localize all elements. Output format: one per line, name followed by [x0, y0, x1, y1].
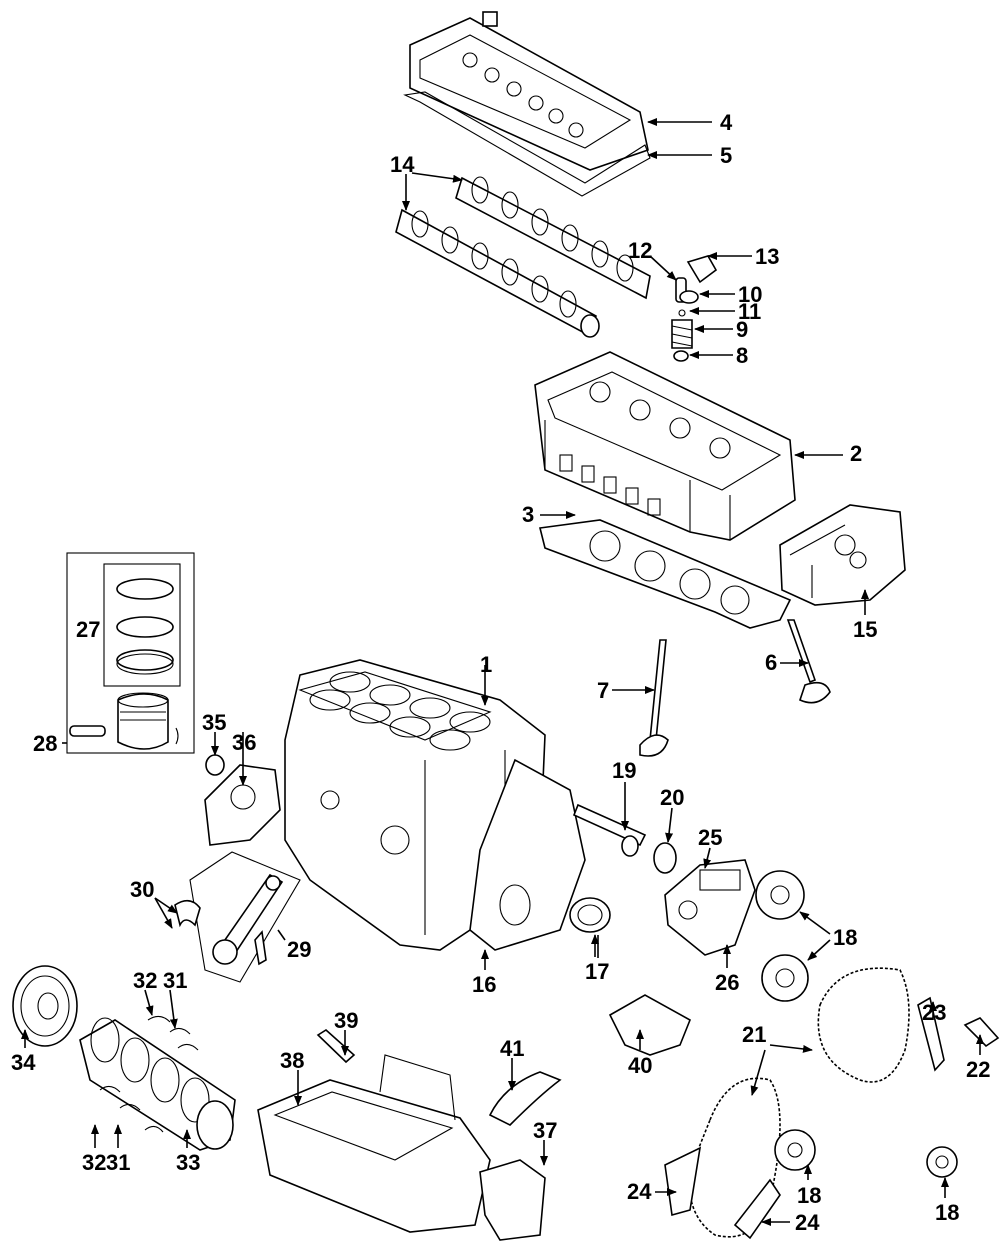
callout-39: 39 [334, 1008, 358, 1033]
callout-29: 29 [287, 937, 311, 962]
callout-20: 20 [660, 785, 684, 810]
crankshaft [79, 1017, 236, 1151]
main-bearings [99, 1015, 199, 1133]
callout-4: 4 [720, 110, 733, 135]
front-cover [469, 758, 586, 951]
callout-11: 11 [738, 299, 761, 324]
callout-31b: 31 [106, 1150, 130, 1175]
connecting-rod-set [189, 851, 301, 983]
thrust-washer [653, 842, 677, 874]
callout-33: 33 [176, 1150, 200, 1175]
valve-train-parts [671, 255, 718, 362]
callout-5: 5 [720, 143, 732, 168]
camshafts [395, 176, 651, 338]
callout-18a: 18 [833, 925, 857, 950]
timing-chain-primary [817, 967, 910, 1083]
callout-31a: 31 [163, 968, 187, 993]
valve-cover [409, 11, 649, 171]
front-crank-seal [569, 897, 611, 933]
piston [69, 692, 179, 750]
callout-3: 3 [522, 502, 534, 527]
callout-30: 30 [130, 877, 154, 902]
callout-16: 16 [472, 972, 496, 997]
callout-2: 2 [850, 441, 862, 466]
cam-sprocket-lower [761, 954, 809, 1002]
callout-40: 40 [628, 1053, 652, 1078]
crank-pulley [12, 965, 78, 1047]
callout-1: 1 [480, 652, 492, 677]
balance-shaft-bolt [572, 803, 647, 857]
chain-tensioner [917, 996, 945, 1072]
callout-38: 38 [280, 1048, 304, 1073]
callout-12: 12 [628, 238, 652, 263]
callout-10: 10 [738, 282, 762, 307]
cylinder-head [534, 351, 796, 541]
callout-7: 7 [597, 678, 609, 703]
chain-guide-lower [733, 1178, 781, 1240]
callout-17: 17 [585, 959, 609, 984]
callout-labels: 1 2 3 4 5 6 7 8 9 10 11 12 13 14 15 16 1… [11, 110, 990, 1235]
crank-sprocket [774, 1129, 816, 1171]
oil-pickup-tube [488, 1071, 562, 1126]
callout-32a: 32 [133, 968, 157, 993]
callout-6: 6 [765, 650, 777, 675]
tensioner-bolt [963, 1017, 1000, 1048]
head-gasket [539, 519, 792, 629]
timing-cover [779, 504, 906, 606]
callout-37: 37 [533, 1118, 557, 1143]
callout-25: 25 [698, 825, 722, 850]
callout-28: 28 [33, 731, 57, 756]
dipstick-tube [316, 1029, 356, 1064]
callout-35: 35 [202, 710, 226, 735]
oil-pump-housing [664, 859, 756, 956]
callout-21: 21 [742, 1022, 766, 1047]
callout-36: 36 [232, 730, 256, 755]
rear-main-seal [205, 754, 225, 776]
callout-14: 14 [390, 152, 415, 177]
callout-41: 41 [500, 1036, 524, 1061]
piston-ring-set [66, 552, 195, 754]
callout-24b: 24 [795, 1210, 820, 1235]
callout-15: 15 [853, 617, 877, 642]
callout-18b: 18 [797, 1183, 821, 1208]
rear-seal-housing [204, 764, 281, 846]
rod-bearing-shells [174, 899, 201, 928]
valves [639, 619, 831, 757]
oil-pan [257, 1054, 491, 1233]
callout-18c: 18 [935, 1200, 959, 1225]
leader-lines [21, 118, 984, 1226]
callout-32b: 32 [82, 1150, 106, 1175]
callout-27: 27 [76, 617, 100, 642]
callout-19: 19 [612, 758, 636, 783]
callout-8: 8 [736, 343, 748, 368]
chain-guide-left [664, 1146, 702, 1217]
callout-13: 13 [755, 244, 779, 269]
idler-sprocket [926, 1146, 958, 1178]
oil-pump [608, 994, 692, 1056]
callout-23: 23 [922, 1000, 946, 1025]
callout-22: 22 [966, 1057, 990, 1082]
callout-9: 9 [736, 317, 748, 342]
cam-sprocket-upper [755, 870, 805, 920]
callout-34: 34 [11, 1050, 36, 1075]
callout-24a: 24 [627, 1179, 652, 1204]
callout-26: 26 [715, 970, 739, 995]
oil-filter-adapter [479, 1159, 546, 1241]
